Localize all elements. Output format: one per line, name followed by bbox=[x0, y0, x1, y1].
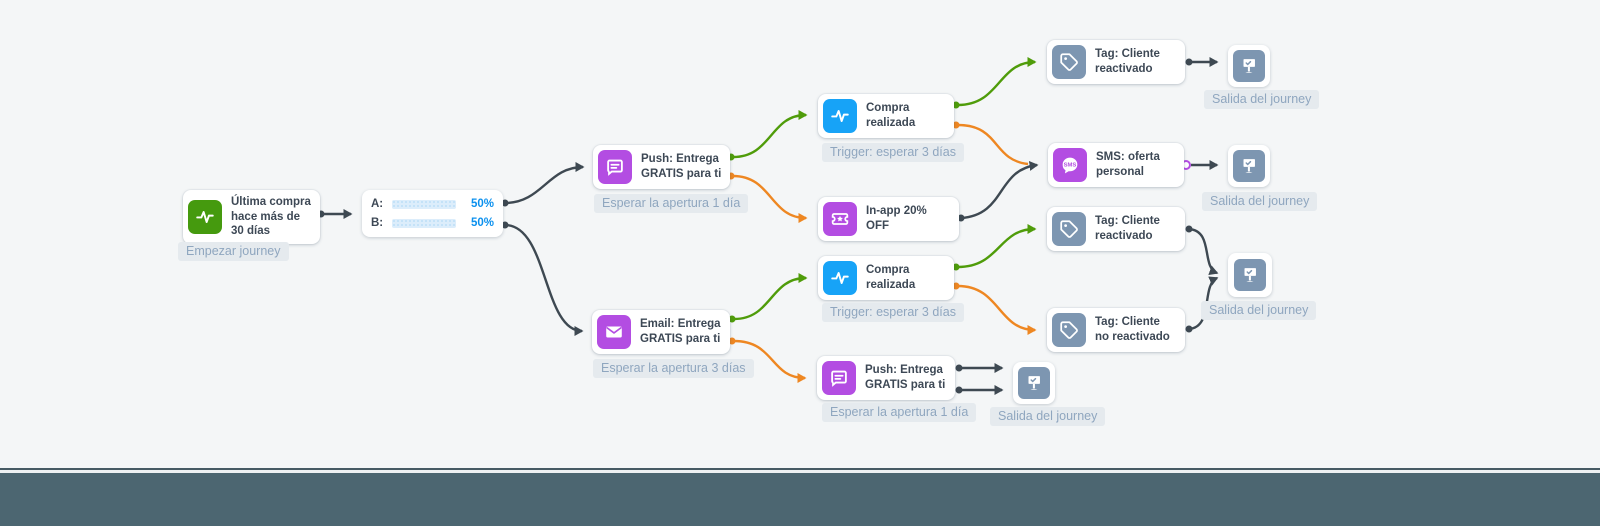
tag-icon bbox=[1052, 45, 1086, 79]
ab-row-label: B: bbox=[371, 217, 384, 229]
node-title: Compra realizada bbox=[866, 264, 916, 291]
status-label-exit-2: Salida del journey bbox=[1202, 192, 1318, 211]
ab-split-row-b: B: 50% bbox=[371, 217, 494, 229]
connector-tag2-to-exit3 bbox=[1188, 227, 1219, 276]
status-label-exit-4: Salida del journey bbox=[990, 407, 1106, 426]
bottom-bar-divider bbox=[0, 468, 1600, 470]
email-icon bbox=[597, 315, 631, 349]
node-tag-reactivado-1[interactable]: Tag: Cliente reactivado bbox=[1047, 40, 1185, 84]
connector-inapp-to-sms bbox=[960, 160, 1039, 220]
node-tag-reactivado-2[interactable]: Tag: Cliente reactivado bbox=[1047, 207, 1185, 251]
status-label-compra-1: Trigger: esperar 3 días bbox=[822, 143, 964, 162]
port-tag1[interactable] bbox=[1185, 58, 1193, 66]
connector-compra2-to-tag2 bbox=[957, 224, 1037, 269]
node-exit-1[interactable] bbox=[1228, 45, 1270, 87]
node-exit-2[interactable] bbox=[1228, 145, 1270, 187]
flag-icon bbox=[1233, 150, 1265, 182]
push-notification-icon bbox=[822, 361, 856, 395]
node-title: Push: Entrega GRATIS para ti bbox=[641, 153, 722, 180]
purchase-trigger-icon bbox=[823, 99, 857, 133]
node-ab-split[interactable]: A: 50% B: 50% bbox=[362, 190, 503, 237]
purchase-trigger-icon bbox=[823, 261, 857, 295]
connector-ab-to-email bbox=[504, 223, 584, 336]
flag-icon bbox=[1233, 50, 1265, 82]
node-title: Email: Entrega GRATIS para ti bbox=[640, 318, 721, 345]
ab-progress-bar-a bbox=[392, 199, 456, 209]
port-push2-a[interactable] bbox=[955, 364, 963, 372]
node-compra-realizada-2[interactable]: Compra realizada bbox=[818, 256, 954, 300]
flag-icon bbox=[1234, 259, 1266, 291]
flag-icon bbox=[1018, 367, 1050, 399]
status-label-push-2: Esperar la apertura 1 día bbox=[822, 403, 977, 422]
node-title: In-app 20% OFF bbox=[866, 205, 927, 232]
node-tag-no-reactivado[interactable]: Tag: Cliente no reactivado bbox=[1047, 308, 1185, 352]
node-push-1[interactable]: Push: Entrega GRATIS para ti bbox=[593, 145, 730, 189]
bottom-bar bbox=[0, 468, 1600, 526]
node-title: Push: Entrega GRATIS para ti bbox=[865, 364, 946, 391]
port-tag3[interactable] bbox=[1185, 325, 1193, 333]
node-email[interactable]: Email: Entrega GRATIS para ti bbox=[592, 310, 730, 354]
node-exit-4[interactable] bbox=[1013, 362, 1055, 404]
connector-compra1-to-tag1 bbox=[957, 57, 1037, 107]
connector-ab-to-push1 bbox=[504, 162, 585, 205]
inapp-coupon-icon bbox=[823, 202, 857, 236]
connector-email-to-compra2 bbox=[733, 273, 808, 321]
node-title: Compra realizada bbox=[866, 102, 916, 129]
bottom-bar-fill bbox=[0, 473, 1600, 526]
ab-percent-a: 50% bbox=[470, 198, 494, 210]
node-inapp-offer[interactable]: In-app 20% OFF bbox=[818, 197, 959, 241]
tag-icon bbox=[1052, 313, 1086, 347]
ab-progress-bar-b bbox=[392, 218, 456, 228]
activity-icon bbox=[188, 200, 222, 235]
node-push-2[interactable]: Push: Entrega GRATIS para ti bbox=[817, 356, 955, 400]
node-title: Tag: Cliente reactivado bbox=[1095, 215, 1160, 242]
status-label-start: Empezar journey bbox=[178, 242, 289, 261]
port-push2-b[interactable] bbox=[955, 386, 963, 394]
status-label-exit-3: Salida del journey bbox=[1201, 301, 1317, 320]
node-start-ultima-compra[interactable]: Última compra hace más de 30 días bbox=[183, 190, 320, 245]
sms-icon: SMS bbox=[1053, 148, 1087, 182]
port-tag2[interactable] bbox=[1185, 225, 1193, 233]
status-label-compra-2: Trigger: esperar 3 días bbox=[822, 303, 964, 322]
ab-percent-b: 50% bbox=[470, 217, 494, 229]
sms-icon-text: SMS bbox=[1064, 163, 1077, 169]
node-title: Tag: Cliente no reactivado bbox=[1095, 316, 1170, 343]
node-title: Tag: Cliente reactivado bbox=[1095, 48, 1160, 75]
push-notification-icon bbox=[598, 150, 632, 184]
connector-compra1-to-sms bbox=[957, 123, 1029, 166]
node-exit-3[interactable] bbox=[1228, 253, 1272, 297]
node-compra-realizada-1[interactable]: Compra realizada bbox=[818, 94, 954, 138]
status-label-exit-1: Salida del journey bbox=[1204, 90, 1320, 109]
tag-icon bbox=[1052, 212, 1086, 246]
node-title: SMS: oferta personal bbox=[1096, 151, 1160, 178]
ab-split-row-a: A: 50% bbox=[371, 198, 494, 210]
node-sms-oferta[interactable]: SMS SMS: oferta personal bbox=[1048, 143, 1184, 187]
status-label-push-1: Esperar la apertura 1 día bbox=[594, 194, 749, 213]
connector-push1-to-compra1 bbox=[732, 110, 808, 159]
node-title: Última compra hace más de 30 días bbox=[231, 196, 311, 238]
ab-row-label: A: bbox=[371, 198, 384, 210]
connector-compra2-to-tag3 bbox=[957, 284, 1037, 335]
status-label-email: Esperar la apertura 3 días bbox=[593, 359, 754, 378]
